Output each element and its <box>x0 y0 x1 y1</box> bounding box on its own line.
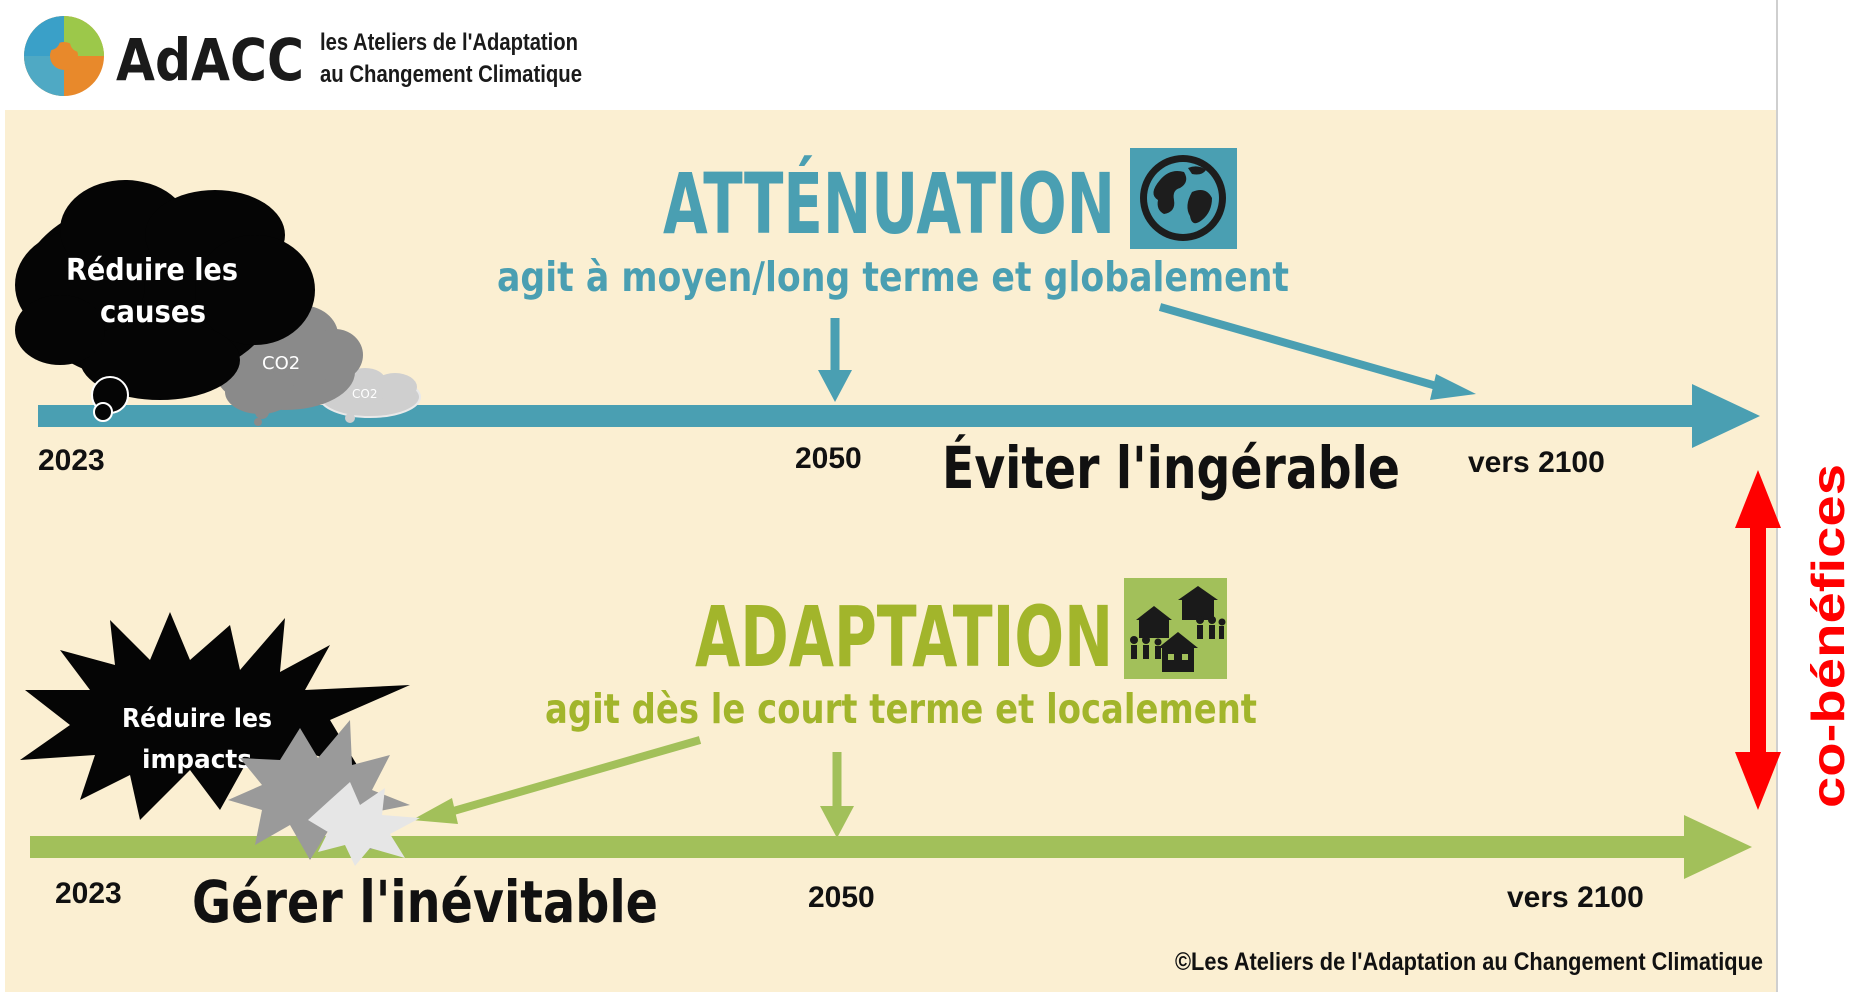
adaptation-slogan: Gérer l'inévitable <box>192 868 658 936</box>
mitigation-subtitle: agit à moyen/long terme et globalement <box>497 253 1289 301</box>
impacts-burst-small <box>308 782 420 866</box>
adaptation-title: ADAPTATION <box>695 588 1113 686</box>
mitigation-2050-arrow <box>818 318 852 402</box>
cobenefits-label: co-bénéfices <box>1802 464 1854 808</box>
brand-tagline-2: au Changement Climatique <box>320 61 582 88</box>
adaptation-short-term-arrow <box>412 736 702 824</box>
mitigation-slogan: Éviter l'ingérable <box>942 433 1400 502</box>
globe-icon <box>1130 148 1237 249</box>
adaptation-2050-arrow <box>820 752 854 838</box>
adaptation-year-2100: vers 2100 <box>1507 881 1644 914</box>
mitigation-year-2100: vers 2100 <box>1468 446 1605 479</box>
co2-small-label: CO2 <box>352 387 377 401</box>
adaptation-year-2050: 2050 <box>808 881 875 914</box>
causes-label-2: causes <box>100 295 206 330</box>
adacc-logo <box>24 16 104 96</box>
impacts-label-1: Réduire les <box>122 704 272 734</box>
copyright-footer: ©Les Ateliers de l'Adaptation au Changem… <box>1175 948 1763 976</box>
co2-label: CO2 <box>262 353 300 374</box>
adaptation-subtitle: agit dès le court terme et localement <box>545 685 1257 733</box>
impacts-label-2: impacts <box>142 745 252 775</box>
adaptation-year-2023: 2023 <box>55 877 122 910</box>
brand-name: AdACC <box>116 26 304 94</box>
mitigation-2100-arrow <box>1158 303 1476 400</box>
village-people-icon <box>1124 578 1227 679</box>
mitigation-timeline <box>38 384 1760 448</box>
double-arrow-icon <box>1735 470 1781 810</box>
mitigation-title: ATTÉNUATION <box>663 155 1115 253</box>
brand-tagline-1: les Ateliers de l'Adaptation <box>320 29 578 56</box>
mitigation-year-2050: 2050 <box>795 442 862 475</box>
adaptation-timeline <box>30 815 1752 879</box>
causes-label-1: Réduire les <box>66 253 238 288</box>
impacts-burst <box>20 612 410 820</box>
mitigation-year-2023: 2023 <box>38 444 105 477</box>
causes-cloud <box>15 180 315 422</box>
impacts-burst-medium <box>228 720 410 860</box>
